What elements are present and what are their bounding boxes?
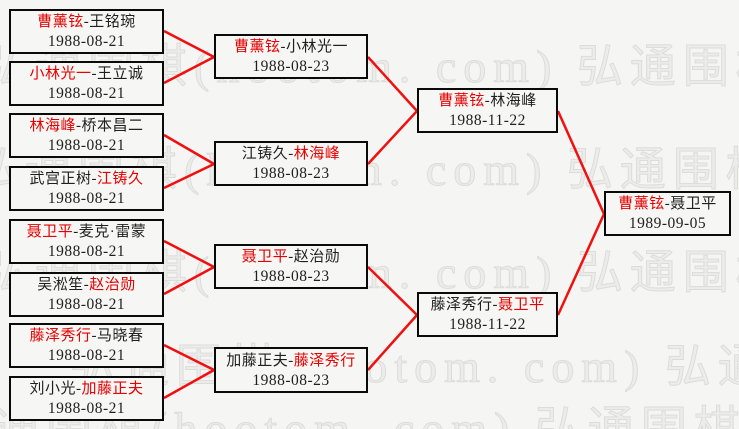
match-r2m3: 聂卫平-赵治勋 1988-08-23 xyxy=(214,244,368,289)
match-players: 加藤正夫-藤泽秀行 xyxy=(226,351,356,371)
match-r2m4: 加藤正夫-藤泽秀行 1988-08-23 xyxy=(214,347,368,393)
match-players: 藤泽秀行-聂卫平 xyxy=(430,295,544,315)
match-r1m7: 藤泽秀行-马晓春 1988-08-21 xyxy=(9,323,164,368)
players-separator: - xyxy=(280,39,286,55)
players-separator: - xyxy=(492,297,498,313)
players-separator: - xyxy=(83,14,90,30)
player-right: 加藤正夫 xyxy=(81,381,144,397)
match-date: 1988-08-21 xyxy=(47,296,126,313)
match-date: 1988-08-23 xyxy=(252,58,330,75)
players-separator: - xyxy=(73,224,79,240)
players-separator: - xyxy=(91,328,97,344)
player-right: 马晓春 xyxy=(97,328,144,344)
match-players: 小林光一-王立诚 xyxy=(29,64,143,84)
player-right: 聂卫平 xyxy=(670,196,717,212)
match-r1m1: 曹薰铉-王铭琬 1988-08-21 xyxy=(9,9,164,54)
match-date: 1988-08-21 xyxy=(47,347,126,364)
match-date: 1988-08-21 xyxy=(47,400,126,417)
match-r2m2: 江铸久-林海峰 1988-08-23 xyxy=(214,141,368,186)
match-players: 吴淞笙-赵治勋 xyxy=(37,275,136,295)
player-left: 小林光一 xyxy=(29,66,92,82)
player-left: 刘小光 xyxy=(29,381,76,397)
match-r1m6: 吴淞笙-赵治勋 1988-08-21 xyxy=(9,272,164,317)
match-players: 聂卫平-赵治勋 xyxy=(242,247,341,267)
match-players: 聂卫平-麦克·雷蒙 xyxy=(27,222,147,242)
player-left: 曹薰铉 xyxy=(618,196,665,212)
player-right: 麦克·雷蒙 xyxy=(78,224,147,240)
match-date: 1988-08-21 xyxy=(47,190,126,207)
players-separator: - xyxy=(288,249,294,265)
match-r1m4: 武宫正树-江铸久 1988-08-21 xyxy=(9,166,164,211)
match-players: 曹薰铉-聂卫平 xyxy=(618,194,717,214)
match-date: 1989-09-05 xyxy=(628,215,707,232)
match-date: 1988-08-21 xyxy=(47,85,126,102)
match-r1m2: 小林光一-王立诚 1988-08-21 xyxy=(9,61,164,106)
watermark-text: 弘通围棋(hootom. com) 弘通围棋(hootom. com) 弘通围棋… xyxy=(69,341,739,393)
match-r2m1: 曹薰铉-小林光一 1988-08-23 xyxy=(214,34,368,79)
player-right: 江铸久 xyxy=(97,171,144,187)
players-separator: - xyxy=(91,66,97,82)
match-players: 江铸久-林海峰 xyxy=(242,144,341,164)
match-final: 曹薰铉-聂卫平 1989-09-05 xyxy=(604,191,731,236)
player-right: 王立诚 xyxy=(97,66,144,82)
player-left: 聂卫平 xyxy=(26,224,74,240)
match-date: 1988-08-23 xyxy=(252,371,330,389)
player-left: 吴淞笙 xyxy=(37,277,84,293)
match-date: 1988-11-22 xyxy=(449,112,526,129)
player-left: 武宫正树 xyxy=(29,171,92,187)
match-r1m5: 聂卫平-麦克·雷蒙 1988-08-21 xyxy=(9,219,164,264)
match-players: 曹薰铉-王铭琬 xyxy=(37,12,136,32)
player-left: 加藤正夫 xyxy=(226,352,289,369)
player-left: 藤泽秀行 xyxy=(29,328,92,344)
match-r1m8: 刘小光-加藤正夫 1988-08-21 xyxy=(9,376,164,421)
players-separator: - xyxy=(91,171,97,187)
player-right: 王铭琬 xyxy=(89,14,136,30)
match-players: 武宫正树-江铸久 xyxy=(29,169,143,189)
player-left: 曹薰铉 xyxy=(233,39,281,55)
player-right: 林海峰 xyxy=(293,146,341,162)
players-separator: - xyxy=(76,118,82,134)
match-players: 藤泽秀行-马晓春 xyxy=(29,326,143,346)
player-left: 曹薰铉 xyxy=(438,93,485,109)
match-date: 1988-11-22 xyxy=(449,316,526,333)
players-separator: - xyxy=(288,352,294,369)
player-left: 藤泽秀行 xyxy=(430,297,493,313)
players-separator: - xyxy=(83,277,90,293)
player-right: 赵治勋 xyxy=(89,277,136,293)
match-r3m1: 曹薰铉-林海峰 1988-11-22 xyxy=(417,88,558,133)
player-left: 曹薰铉 xyxy=(37,14,84,30)
player-left: 聂卫平 xyxy=(241,249,289,265)
match-r1m3: 林海峰-桥本昌二 1988-08-21 xyxy=(9,113,164,158)
match-players: 曹薰铉-小林光一 xyxy=(234,37,348,57)
match-players: 曹薰铉-林海峰 xyxy=(438,91,537,111)
players-separator: - xyxy=(664,196,671,212)
match-players: 林海峰-桥本昌二 xyxy=(29,116,143,136)
player-right: 桥本昌二 xyxy=(81,118,144,134)
players-separator: - xyxy=(484,93,491,109)
match-players: 刘小光-加藤正夫 xyxy=(29,379,143,399)
players-separator: - xyxy=(288,146,294,162)
players-separator: - xyxy=(76,381,82,397)
player-right: 林海峰 xyxy=(490,93,537,109)
player-right: 小林光一 xyxy=(286,39,349,55)
match-date: 1988-08-21 xyxy=(47,137,126,154)
player-right: 藤泽秀行 xyxy=(293,352,356,369)
player-left: 江铸久 xyxy=(241,146,289,162)
match-date: 1988-08-23 xyxy=(252,268,330,285)
player-right: 赵治勋 xyxy=(293,249,341,265)
player-right: 聂卫平 xyxy=(498,297,545,313)
match-r3m2: 藤泽秀行-聂卫平 1988-11-22 xyxy=(417,292,558,337)
player-left: 林海峰 xyxy=(29,118,76,134)
match-date: 1988-08-23 xyxy=(252,165,330,182)
match-date: 1988-08-21 xyxy=(47,33,126,50)
match-date: 1988-08-21 xyxy=(47,243,126,260)
